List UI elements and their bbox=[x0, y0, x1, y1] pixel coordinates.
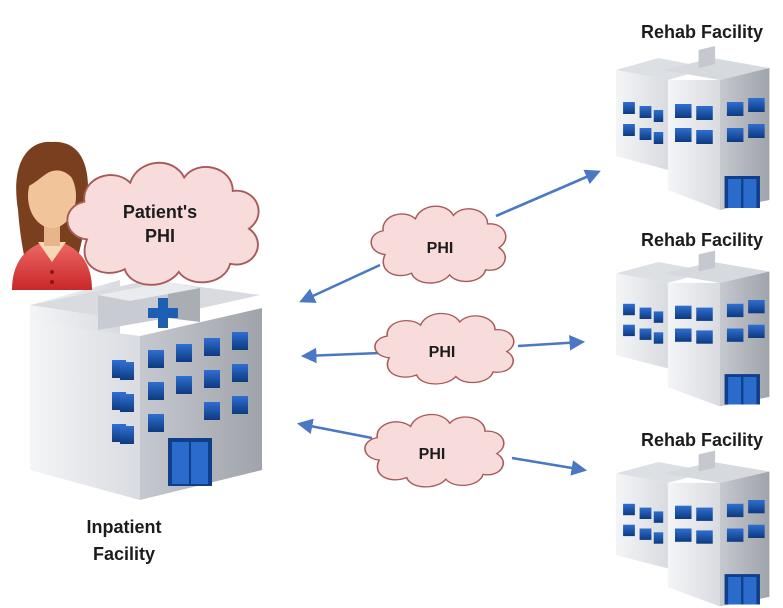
rehab-facility-1-building bbox=[616, 46, 770, 210]
arrow-flow-3-to-inpatient bbox=[296, 418, 373, 440]
patient-phi-cloud: Patient's PHI bbox=[66, 161, 260, 286]
phi-flow-arrows bbox=[296, 169, 601, 476]
hospital-door bbox=[168, 438, 212, 486]
rehab-facility-1-label: Rehab Facility bbox=[641, 22, 763, 42]
arrow-flow-2-to-inpatient bbox=[300, 347, 381, 364]
rehab-facility-3-building bbox=[616, 450, 770, 607]
phi-flow-2-label: PHI bbox=[429, 344, 456, 361]
rehab-facility-3: Rehab Facility bbox=[616, 430, 770, 607]
patient-phi-line2: PHI bbox=[145, 226, 175, 246]
phi-cloud-flow-3: PHI bbox=[364, 413, 505, 488]
phi-cloud-flow-1: PHI bbox=[370, 205, 507, 284]
phi-flow-1-label: PHI bbox=[427, 240, 454, 257]
patient-avatar bbox=[12, 141, 92, 290]
rehab-facility-3-label: Rehab Facility bbox=[641, 430, 763, 450]
rehab-facility-2-label: Rehab Facility bbox=[641, 230, 763, 250]
arrow-flow-3-to-rehab bbox=[511, 456, 588, 476]
rehab-facility-1: Rehab Facility bbox=[616, 22, 770, 210]
rehab-facility-2: Rehab Facility bbox=[616, 230, 770, 407]
rehab-facility-2-building bbox=[616, 250, 770, 407]
arrow-flow-1-to-inpatient bbox=[299, 263, 381, 303]
medical-cross-icon bbox=[148, 298, 178, 328]
patient-phi-line1: Patient's bbox=[123, 202, 197, 222]
inpatient-label-line1: Inpatient bbox=[87, 517, 162, 537]
phi-flow-3-label: PHI bbox=[419, 446, 446, 463]
inpatient-label-line2: Facility bbox=[93, 544, 155, 564]
phi-cloud-flow-2: PHI bbox=[374, 312, 515, 385]
arrow-flow-2-to-rehab bbox=[517, 334, 586, 351]
inpatient-facility-building bbox=[30, 280, 262, 500]
arrow-flow-1-to-rehab bbox=[495, 169, 601, 218]
